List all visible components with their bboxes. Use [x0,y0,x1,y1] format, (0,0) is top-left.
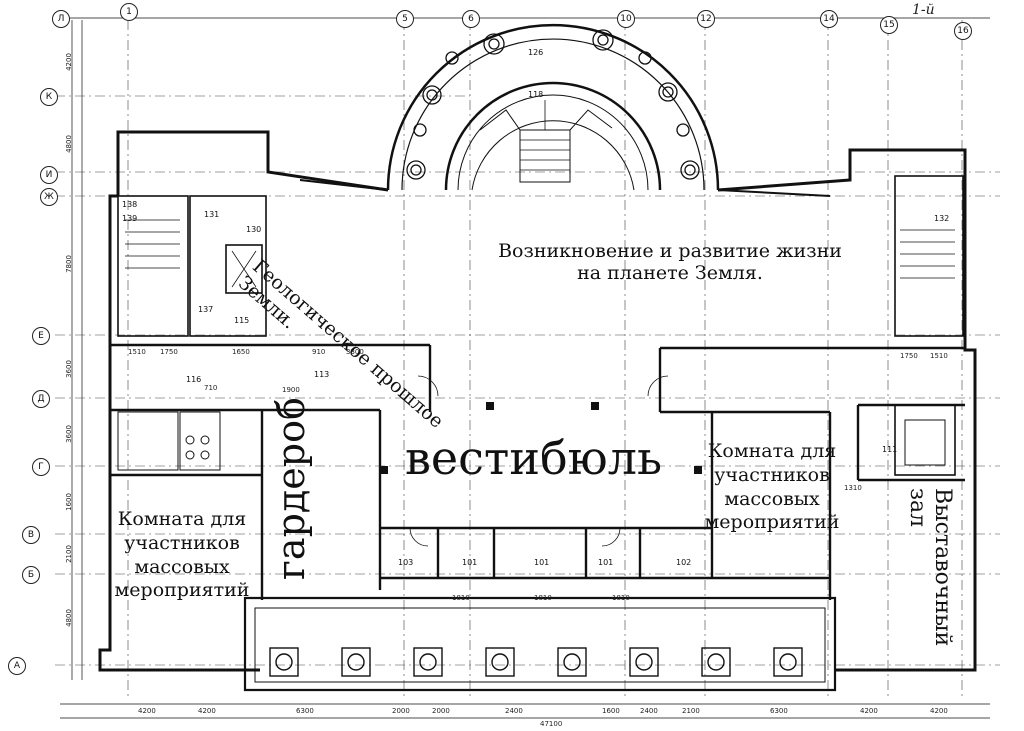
room-number: 132 [934,214,950,223]
dimension-label: 2000 [432,707,450,715]
dimension-label: 1810 [534,594,552,602]
room-number: 118 [528,90,544,99]
axis-marker: 6 [462,10,480,28]
dimension-label: 6300 [770,707,788,715]
dimension-total: 47100 [540,720,563,728]
dimension-label: 2000 [392,707,410,715]
room-number: 101 [534,558,550,567]
dimension-label: 4800 [64,135,73,153]
label-evolution: Возникновение и развитие жизни на планет… [498,240,842,284]
axis-marker: Г [32,458,50,476]
label-exhibition: Выставочный зал [904,488,955,647]
axis-marker: 5 [396,10,414,28]
room-number: 113 [314,370,330,379]
dimension-label: 1510 [930,352,948,360]
axis-marker: 15 [880,16,898,34]
dimension-label: 1650 [232,348,250,356]
axis-marker: Ж [40,188,58,206]
dimension-label: 1810 [452,594,470,602]
label-wardrobe: гардероб [269,397,313,580]
dimension-label: 2100 [682,707,700,715]
axis-marker: 14 [820,10,838,28]
room-number: 137 [198,305,214,314]
dimension-label: 2400 [505,707,523,715]
axis-marker: К [40,88,58,106]
dimension-label: 1310 [844,484,862,492]
axis-marker: 12 [697,10,715,28]
room-number: 130 [246,225,262,234]
room-number: 115 [234,316,250,325]
dimension-label: 1600 [602,707,620,715]
axis-marker: И [40,166,58,184]
dimension-label: 3600 [64,360,73,378]
axis-marker: В [22,526,40,544]
dimension-label: 4200 [198,707,216,715]
axis-marker: 1 [120,3,138,21]
axis-marker: Л [52,10,70,28]
dimension-label: 1900 [282,386,300,394]
dimension-label: 7800 [64,255,73,273]
axis-marker: Д [32,390,50,408]
label-room-left: Комната для участников массовых мероприя… [114,508,250,602]
label-room-right: Комната для участников массовых мероприя… [704,440,840,534]
dimension-label: 1810 [612,594,630,602]
room-number: 126 [528,48,544,57]
dimension-label: 710 [204,384,218,392]
axis-marker: А [8,657,26,675]
dimension-label: 4200 [138,707,156,715]
dimension-label: 2400 [640,707,658,715]
axis-marker: 10 [617,10,635,28]
dimension-label: 4800 [64,609,73,627]
room-number: 139 [122,214,138,223]
dimension-label: 3600 [64,425,73,443]
dimension-label: 2100 [64,545,73,563]
axis-marker: 16 [954,22,972,40]
dimension-label: 1750 [900,352,918,360]
dimension-label: 1600 [64,493,73,511]
label-vestibule: вестибюль [405,431,662,485]
room-number: 138 [122,200,138,209]
room-number: 111 [882,445,898,454]
room-number: 103 [398,558,414,567]
room-number: 101 [462,558,478,567]
dimension-label: 4200 [64,53,73,71]
corner-note: 1-й [912,2,935,18]
dimension-label: 4200 [860,707,878,715]
room-number: 101 [598,558,614,567]
dimension-label: 3300 [346,348,364,356]
room-number: 131 [204,210,220,219]
dimension-label: 1750 [160,348,178,356]
dimension-label: 910 [312,348,326,356]
axis-marker: Б [22,566,40,584]
room-number: 116 [186,375,202,384]
room-number: 102 [676,558,692,567]
dimension-label: 6300 [296,707,314,715]
axis-marker: Е [32,327,50,345]
dimension-label: 1510 [128,348,146,356]
dimension-label: 4200 [930,707,948,715]
